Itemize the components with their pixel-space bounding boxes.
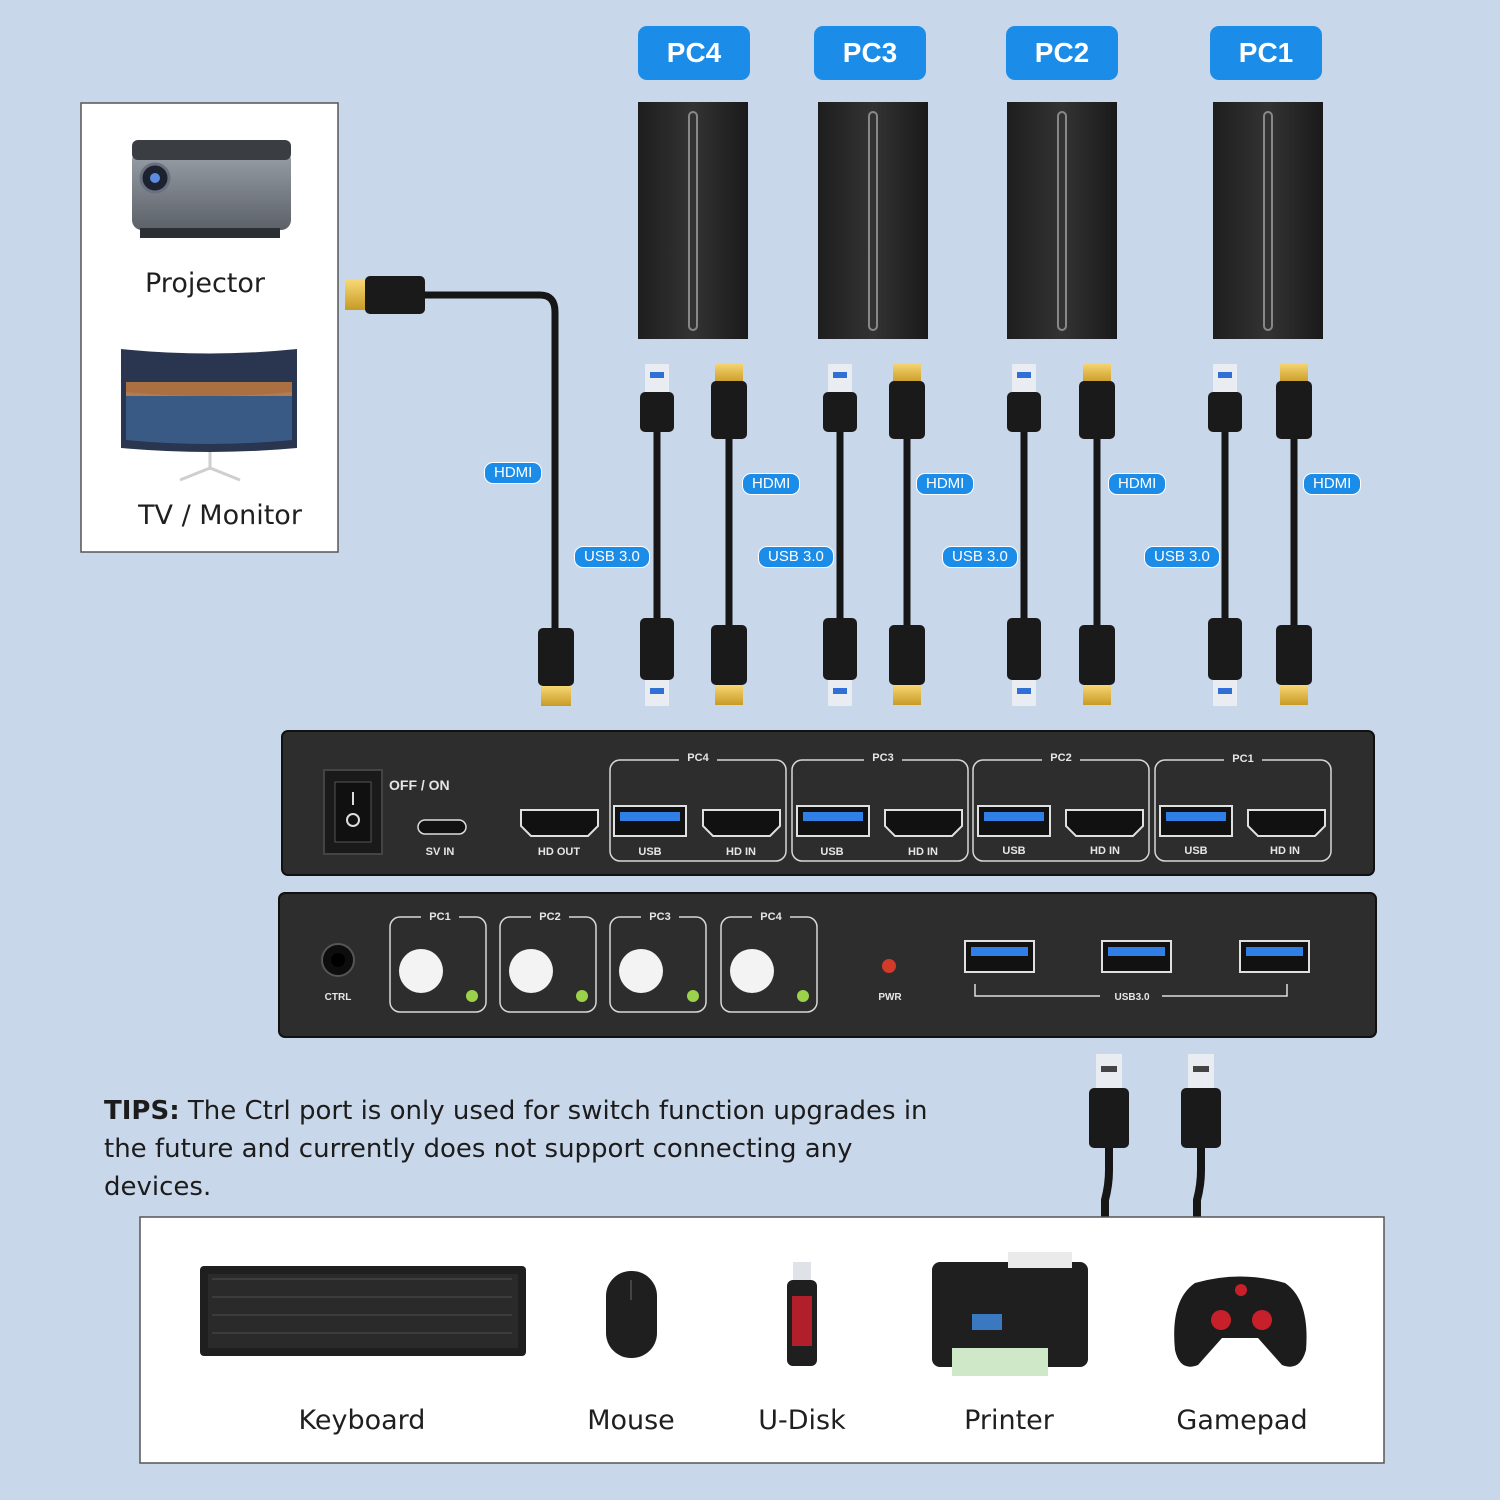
keyboard-label: Keyboard [298,1405,426,1436]
pc4-tag: PC4 [638,26,750,80]
kvm-front-panel [278,892,1377,1038]
front-button-pc4-label: PC4 [752,911,790,923]
u-disk-label: U-Disk [758,1405,846,1436]
front-usb-label: USB3.0 [1114,992,1150,1003]
projector-icon [132,140,291,238]
pc3-hdmi-tag: HDMI [916,473,975,495]
keyboard-icon [200,1266,526,1356]
rear-pc2-hdin-label: HD IN [1090,845,1120,857]
rear-pc2-usb-label: USB [1002,845,1026,857]
tips-heading: TIPS: [104,1096,180,1126]
pc1-hdmi-cable [1276,363,1312,705]
rear-pc1-hdin-label: HD IN [1270,845,1300,857]
tips-note: TIPS: The Ctrl port is only used for swi… [104,1092,964,1206]
usb-disk-icon [787,1262,817,1366]
rear-pc4-usb-label: USB [638,846,662,858]
monitor-label: TV / Monitor [138,500,302,531]
pc2-hdmi-tag: HDMI [1108,473,1167,495]
sv-in-label: SV IN [425,846,455,858]
rear-group-pc2-title: PC2 [1042,752,1080,764]
pc1-tag: PC1 [1210,26,1322,80]
front-button-pc3-label: PC3 [641,911,679,923]
pc3-hdmi-cable [889,363,925,705]
front-button-pc1-label: PC1 [421,911,459,923]
ctrl-label: CTRL [324,992,352,1003]
peripheral-usb-cable-1 [1089,1054,1129,1218]
pc1-usb-tag: USB 3.0 [1144,546,1220,568]
pc4-usb-cable [640,364,674,706]
kvm-rear-panel [281,730,1375,876]
mouse-label: Mouse [587,1405,675,1436]
pwr-label: PWR [878,992,902,1003]
pc4-hdmi-cable [711,363,747,705]
pc2-tag: PC2 [1006,26,1118,80]
rear-pc3-usb-label: USB [820,846,844,858]
pc-tower-4 [638,102,748,339]
power-switch-label: OFF / ON [389,777,450,793]
pc2-hdmi-cable [1079,363,1115,705]
pc3-tag: PC3 [814,26,926,80]
tips-text: The Ctrl port is only used for switch fu… [104,1096,928,1202]
pc3-usb-cable [823,364,857,706]
rear-pc3-hdin-label: HD IN [908,846,938,858]
printer-icon [932,1252,1088,1376]
rear-group-pc4-title: PC4 [679,752,717,764]
pc1-hdmi-tag: HDMI [1303,473,1362,495]
pc2-usb-tag: USB 3.0 [942,546,1018,568]
rear-group-pc3-title: PC3 [864,752,902,764]
pc1-usb-cable [1208,364,1242,706]
hd-out-label: HD OUT [537,846,581,858]
pc3-usb-tag: USB 3.0 [758,546,834,568]
pc-tower-3 [818,102,928,339]
rear-pc1-usb-label: USB [1184,845,1208,857]
peripheral-usb-cable-2 [1181,1054,1221,1218]
mouse-icon [606,1271,657,1358]
monitor-icon [121,349,297,482]
printer-label: Printer [964,1405,1054,1436]
gamepad-label: Gamepad [1176,1405,1308,1436]
display-hdmi-cable [345,276,574,706]
projector-label: Projector [145,268,265,299]
rear-group-pc1-title: PC1 [1224,753,1262,765]
display-hdmi-tag: HDMI [484,462,543,484]
rear-pc4-hdin-label: HD IN [726,846,756,858]
pc4-hdmi-tag: HDMI [742,473,801,495]
front-button-pc2-label: PC2 [531,911,569,923]
pc2-usb-cable [1007,364,1041,706]
pc4-usb-tag: USB 3.0 [574,546,650,568]
pc-tower-2 [1007,102,1117,339]
gamepad-icon [1174,1276,1307,1367]
pc-tower-1 [1213,102,1323,339]
